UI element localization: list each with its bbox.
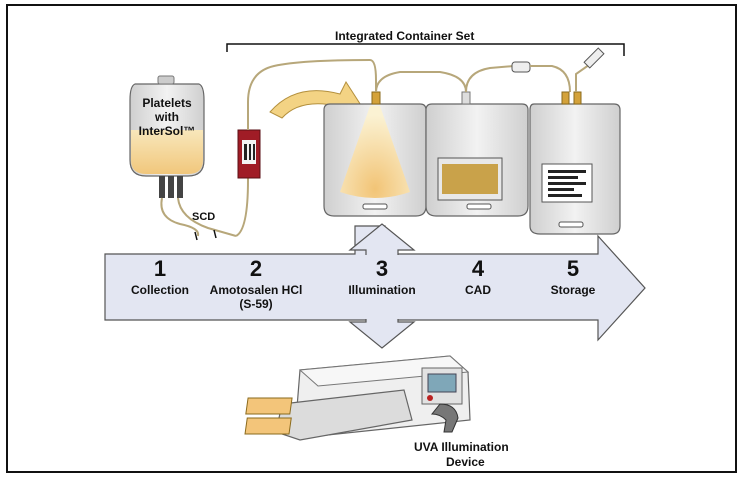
step-1-name: Collection	[130, 283, 189, 297]
source-bag-label-3: InterSol™	[138, 124, 196, 138]
tube-bag2-bag3	[465, 65, 515, 93]
step-4-name: CAD	[465, 283, 491, 297]
step-5-number: 5	[566, 256, 580, 281]
step-3-number: 3	[375, 256, 389, 281]
syringe	[583, 47, 605, 69]
tube-to-red	[235, 130, 249, 237]
source-bag-label-1: Platelets	[142, 96, 192, 110]
step-3-name: Illumination	[348, 283, 416, 297]
scd-label: SCD	[192, 211, 216, 223]
scd-mark-1	[194, 231, 198, 241]
tube-left	[160, 197, 200, 237]
scd-mark-2	[213, 229, 217, 239]
tube-to-bag3	[530, 65, 571, 93]
device-label-1: UVA Illumination	[414, 440, 509, 454]
source-bag-label-2: with	[155, 110, 179, 124]
device-label-2: Device	[446, 455, 485, 469]
step-1-number: 1	[153, 256, 167, 281]
cad-bag	[425, 91, 529, 217]
tube-right	[177, 197, 237, 237]
tube-up	[247, 58, 377, 130]
step-2-name: Amotosalen HCl	[209, 283, 303, 297]
uva-device	[244, 355, 471, 441]
step-5-name: Storage	[550, 283, 596, 297]
illumination-bag	[323, 91, 427, 217]
step-2-number: 2	[249, 256, 263, 281]
amotosalen-component	[237, 129, 261, 179]
tube-bag1-bag2	[375, 71, 467, 93]
diagram-frame	[6, 4, 737, 473]
platelet-source-bag	[129, 75, 205, 198]
inline-filter	[511, 61, 531, 73]
container-set-bracket	[226, 43, 625, 56]
step-2-subname: (S-59)	[239, 297, 273, 311]
storage-bag	[529, 91, 621, 235]
arrow-junction-cover	[356, 255, 408, 319]
step-4-number: 4	[471, 256, 485, 281]
container-set-label: Integrated Container Set	[335, 29, 475, 43]
